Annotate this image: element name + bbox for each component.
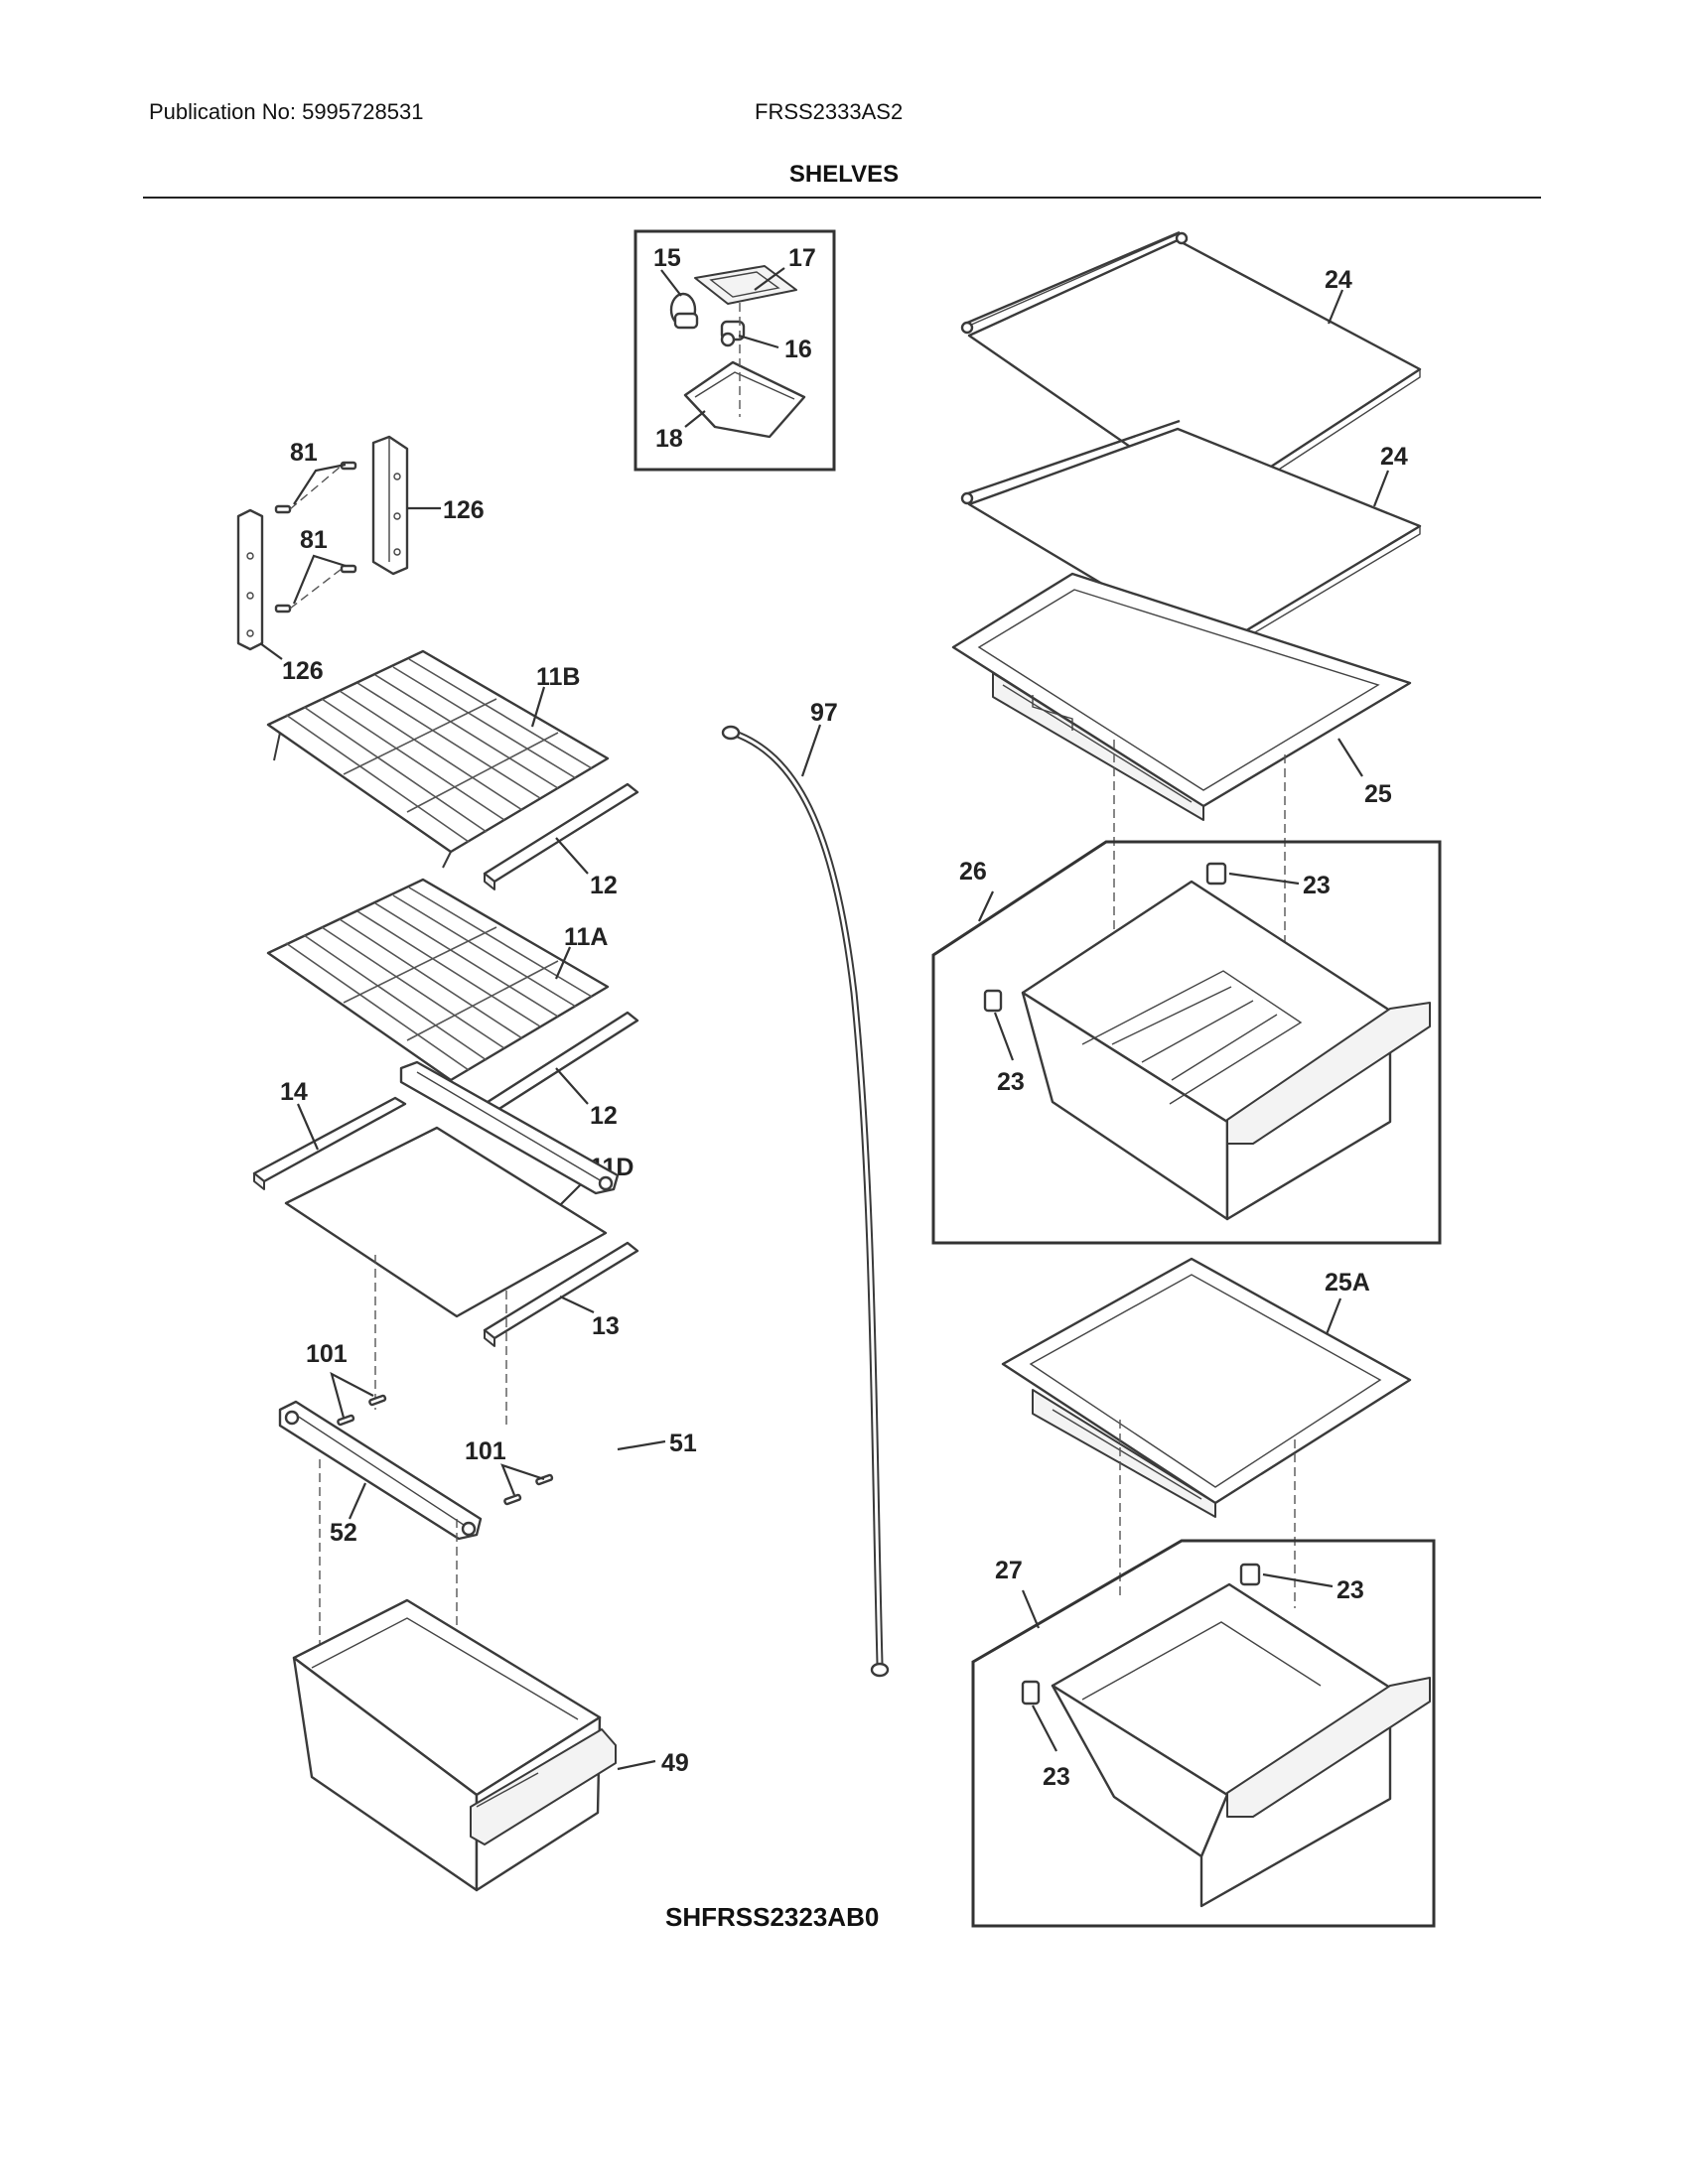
- deli-pan-49[interactable]: [292, 1598, 617, 1892]
- label-51: 51: [669, 1430, 697, 1457]
- drawer-stop-23-d[interactable]: [1021, 1680, 1041, 1706]
- screws-101-upper[interactable]: [337, 1394, 387, 1427]
- light-housing-part-17[interactable]: [694, 265, 797, 305]
- label-126-lower: 126: [282, 657, 324, 685]
- label-11B: 11B: [536, 663, 580, 691]
- pan-rail-51[interactable]: [399, 1060, 620, 1195]
- label-23-b: 23: [997, 1068, 1025, 1096]
- label-126-upper: 126: [443, 496, 485, 524]
- label-49: 49: [661, 1749, 689, 1777]
- shelf-support-126-left[interactable]: [236, 508, 264, 651]
- shelf-support-126-right[interactable]: [371, 435, 409, 576]
- drawer-stop-23-a[interactable]: [1205, 862, 1227, 886]
- label-15: 15: [653, 244, 681, 272]
- label-16: 16: [784, 336, 812, 363]
- diagram-code: SHFRSS2323AB0: [665, 1902, 880, 1932]
- drawer-stop-23-b[interactable]: [983, 989, 1003, 1013]
- label-23-d: 23: [1043, 1763, 1070, 1791]
- crisper-cover-25[interactable]: [951, 572, 1412, 821]
- section-title: SHELVES: [788, 161, 900, 188]
- crisper-drawer-26[interactable]: [1021, 880, 1431, 1221]
- shelf-trim-13[interactable]: [483, 1241, 639, 1347]
- screws-101-lower[interactable]: [503, 1473, 554, 1506]
- label-97: 97: [810, 699, 838, 727]
- wire-shelf-11A[interactable]: [266, 878, 610, 1082]
- label-27: 27: [995, 1557, 1023, 1584]
- model-number: FRSS2333AS2: [755, 99, 904, 124]
- label-26: 26: [959, 858, 987, 886]
- shelf-trim-12-upper[interactable]: [483, 782, 639, 890]
- label-14: 14: [280, 1078, 308, 1106]
- light-socket-part-16[interactable]: [720, 320, 746, 347]
- label-24-upper: 24: [1325, 266, 1352, 294]
- pan-rail-52[interactable]: [278, 1400, 483, 1541]
- light-bulb-part-15[interactable]: [669, 292, 699, 330]
- light-assembly-inset: 15 17 16 18: [633, 229, 836, 472]
- label-25: 25: [1364, 780, 1392, 808]
- label-52: 52: [330, 1519, 357, 1547]
- light-shield-part-18[interactable]: [683, 360, 806, 439]
- label-12-lower: 12: [590, 1102, 618, 1130]
- label-18: 18: [655, 425, 683, 453]
- shelf-trim-14[interactable]: [252, 1096, 407, 1190]
- drawer-stop-23-c[interactable]: [1239, 1563, 1261, 1586]
- publication-number: Publication No: 5995728531: [149, 99, 424, 124]
- label-81-lower: 81: [300, 526, 328, 554]
- tube-97[interactable]: [721, 725, 890, 1678]
- header-rule: [143, 197, 1541, 199]
- label-17: 17: [788, 244, 816, 272]
- crisper-cover-25A[interactable]: [1001, 1257, 1412, 1518]
- label-25A: 25A: [1325, 1269, 1370, 1297]
- label-101-lower: 101: [465, 1437, 506, 1465]
- label-81-upper: 81: [290, 439, 318, 467]
- crisper-drawer-27[interactable]: [1051, 1582, 1431, 1908]
- label-11A: 11A: [564, 923, 608, 951]
- label-23-c: 23: [1336, 1576, 1364, 1604]
- wire-shelf-11B[interactable]: [266, 649, 610, 869]
- label-12-upper: 12: [590, 872, 618, 899]
- callout-box-crisper-27: [971, 1539, 1436, 1928]
- label-101-upper: 101: [306, 1340, 348, 1368]
- label-24-lower: 24: [1380, 443, 1408, 471]
- label-13: 13: [592, 1312, 620, 1340]
- label-23-a: 23: [1303, 872, 1331, 899]
- glass-shelf-11D[interactable]: [284, 1126, 608, 1318]
- callout-box-crisper-26: [931, 840, 1442, 1245]
